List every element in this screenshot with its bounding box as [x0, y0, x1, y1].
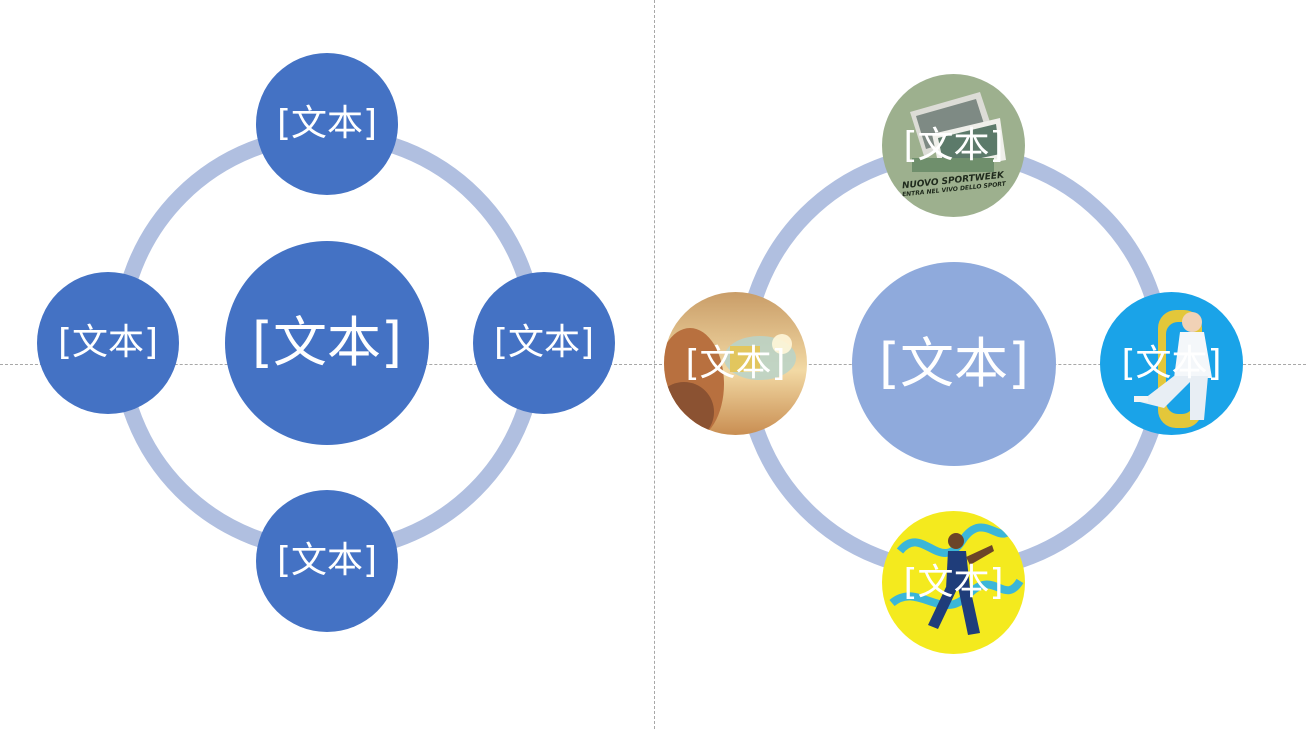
horizontal-guide	[0, 364, 1306, 365]
right-top-label: [文本]	[903, 124, 1004, 166]
left-left-node[interactable]: [文本]	[37, 272, 179, 414]
left-top-label: [文本]	[276, 103, 378, 144]
right-bottom-label: [文本]	[903, 561, 1004, 603]
right-right-label: [文本]	[1121, 342, 1222, 384]
drinking-person-photo-icon	[664, 292, 807, 435]
left-bottom-node[interactable]: [文本]	[256, 490, 398, 632]
left-top-node[interactable]: [文本]	[256, 53, 398, 195]
left-bottom-label: [文本]	[276, 540, 378, 581]
left-left-label: [文本]	[57, 322, 159, 363]
right-top-node[interactable]: [文本] NUOVO SPORTWEEK ENTRA NEL VIVO DELL…	[882, 74, 1025, 217]
right-right-node[interactable]: [文本]	[1100, 292, 1243, 435]
left-center-label: [文本]	[251, 311, 403, 374]
left-right-label: [文本]	[493, 322, 595, 363]
runner-photo-icon	[882, 511, 1025, 654]
magazine-photo-icon	[882, 74, 1025, 217]
right-left-label: [文本]	[685, 342, 786, 384]
left-center-node[interactable]: [文本]	[225, 241, 429, 445]
dancer-photo-icon	[1100, 292, 1243, 435]
right-bottom-node[interactable]: [文本]	[882, 511, 1025, 654]
right-center-label: [文本]	[878, 332, 1030, 395]
right-center-node[interactable]: [文本]	[852, 262, 1056, 466]
left-right-node[interactable]: [文本]	[473, 272, 615, 414]
right-left-node[interactable]: [文本]	[664, 292, 807, 435]
